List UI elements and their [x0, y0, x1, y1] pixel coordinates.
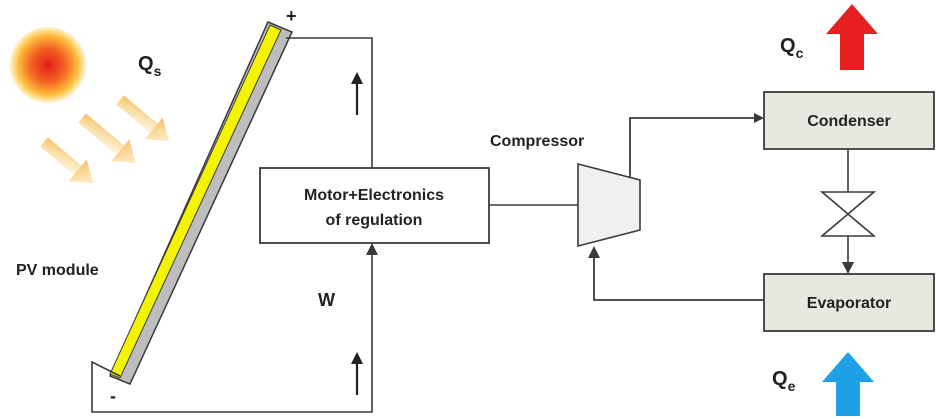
work-label: W: [318, 290, 335, 310]
condenser-label: Condenser: [807, 113, 891, 130]
sun-icon: [10, 27, 86, 103]
motor-electronics-box: Motor+Electronics of regulation: [259, 167, 490, 244]
motor-label-line1: Motor+Electronics: [304, 187, 444, 204]
flow-line-evaporator-to-compressor: [593, 250, 764, 301]
condenser-box: Condenser: [763, 91, 935, 150]
ray-arrow-3: [40, 137, 94, 184]
arrow-into-evaporator-icon: [842, 262, 854, 274]
pv-module-label: PV module: [16, 262, 99, 279]
ray-arrow-2: [78, 113, 136, 163]
qc-label: Qc: [780, 35, 804, 61]
evaporator-label: Evaporator: [807, 295, 891, 312]
motor-label-line2: of regulation: [326, 212, 423, 229]
ray-arrow-1: [116, 95, 170, 142]
pv-panel: [108, 21, 294, 385]
qe-label: Qe: [772, 368, 796, 394]
minus-terminal-label: -: [110, 386, 116, 406]
up-arrow-icon: [351, 72, 363, 115]
pv-wiring: [91, 37, 373, 413]
sun-rays: [40, 95, 170, 184]
arrow-into-compressor-icon: [588, 246, 600, 258]
evaporator-box: Evaporator: [763, 273, 935, 332]
arrow-into-motor-icon: [366, 243, 378, 255]
heat-in-arrow-icon: [822, 352, 874, 416]
compressor-icon: [577, 162, 641, 248]
qs-label: Qs: [138, 53, 162, 79]
expansion-valve-icon: [819, 191, 877, 237]
heat-out-arrow-icon: [826, 4, 878, 70]
plus-terminal-label: +: [286, 6, 297, 26]
compressor-label: Compressor: [490, 133, 584, 150]
up-arrow-icon: [351, 352, 363, 395]
flow-line-compressor-to-condenser: [629, 113, 764, 177]
